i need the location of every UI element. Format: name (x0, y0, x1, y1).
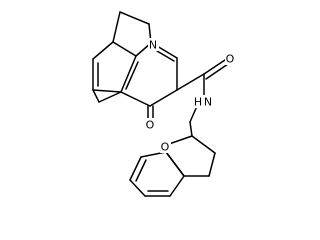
bond (191, 135, 216, 154)
furan-oxygen-label: O (161, 141, 170, 154)
bond (119, 11, 150, 25)
bond (92, 89, 122, 93)
ketone-oxygen: O (145, 118, 156, 132)
bond-layer (92, 11, 229, 197)
bond (120, 91, 151, 107)
bond (165, 151, 185, 177)
ring-nitrogen: N (148, 38, 159, 52)
bond (169, 175, 185, 197)
furan-oxygen: O (160, 140, 171, 154)
bond (92, 89, 100, 103)
amide-oxygen: O (225, 52, 236, 66)
bond (112, 41, 137, 57)
amide-nitrogen-label: N (204, 96, 212, 109)
bond (135, 159, 147, 182)
ketone-oxygen-label: O (146, 119, 155, 132)
molecule-canvas: N O O N H O (92, 11, 236, 197)
amide-nitrogen: N H (190, 95, 212, 109)
bond (98, 91, 122, 103)
bond (205, 63, 229, 80)
bond (156, 45, 178, 59)
bond (189, 105, 198, 123)
bond (203, 57, 229, 75)
bond (129, 156, 142, 181)
bond (149, 89, 178, 107)
bond (92, 41, 114, 60)
atom-label-layer: N O O N H O (145, 38, 236, 154)
bond (176, 73, 205, 91)
amide-hydrogen-label: H (194, 96, 202, 109)
bond (125, 61, 139, 90)
bond (129, 179, 146, 197)
amide-oxygen-label: O (226, 53, 235, 66)
bond (208, 152, 216, 177)
bond (112, 11, 121, 43)
molecule-structure: N O O N H O (92, 11, 236, 197)
bond (189, 121, 193, 137)
bond (156, 50, 175, 62)
ring-nitrogen-label: N (149, 39, 157, 52)
bond (120, 55, 137, 93)
